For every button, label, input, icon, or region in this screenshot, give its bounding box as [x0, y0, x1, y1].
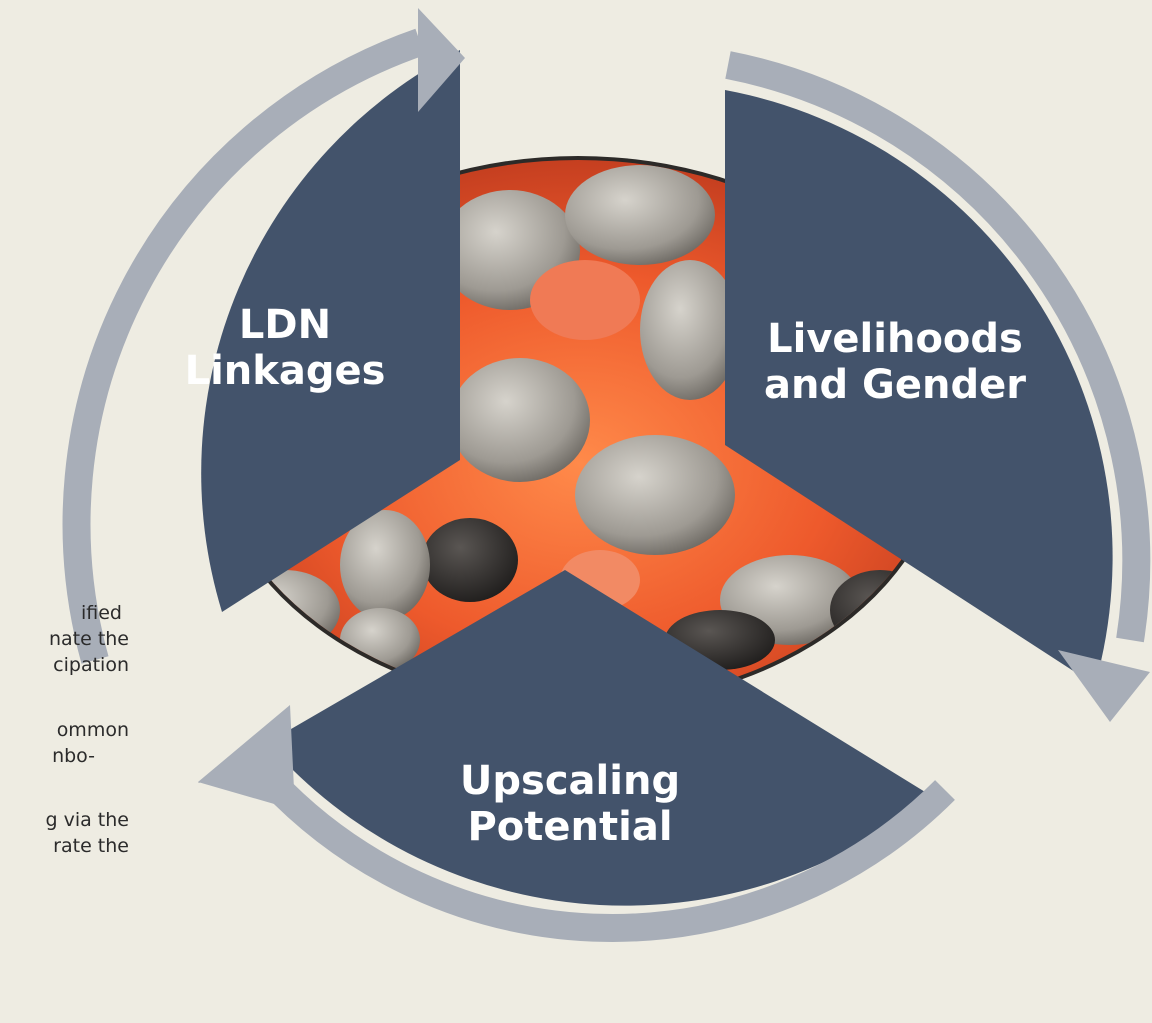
label-ldn-linkages: LDN Linkages	[165, 302, 405, 394]
label-upscaling-potential: Upscaling Potential	[420, 758, 720, 850]
background-text-block-2: ommon nbo-	[0, 717, 300, 769]
background-text-line: nbo-	[0, 743, 300, 769]
background-text-line: ified	[0, 600, 300, 626]
background-text-line: nate the	[0, 626, 300, 652]
background-text-block-3: g via the rate the	[0, 807, 300, 859]
label-line: Linkages	[165, 348, 405, 394]
label-line: Upscaling	[420, 758, 720, 804]
background-text-block-1: ified nate the cipation	[0, 600, 300, 678]
background-text-line: cipation	[0, 652, 300, 678]
label-line: Livelihoods	[730, 316, 1060, 362]
label-line: LDN	[165, 302, 405, 348]
label-line: Potential	[420, 804, 720, 850]
label-livelihoods-and-gender: Livelihoods and Gender	[730, 316, 1060, 408]
background-text-line: rate the	[0, 833, 300, 859]
label-line: and Gender	[730, 362, 1060, 408]
background-text-line: g via the	[0, 807, 300, 833]
background-text-line: ommon	[0, 717, 300, 743]
arrow-head-icon	[1058, 650, 1150, 722]
